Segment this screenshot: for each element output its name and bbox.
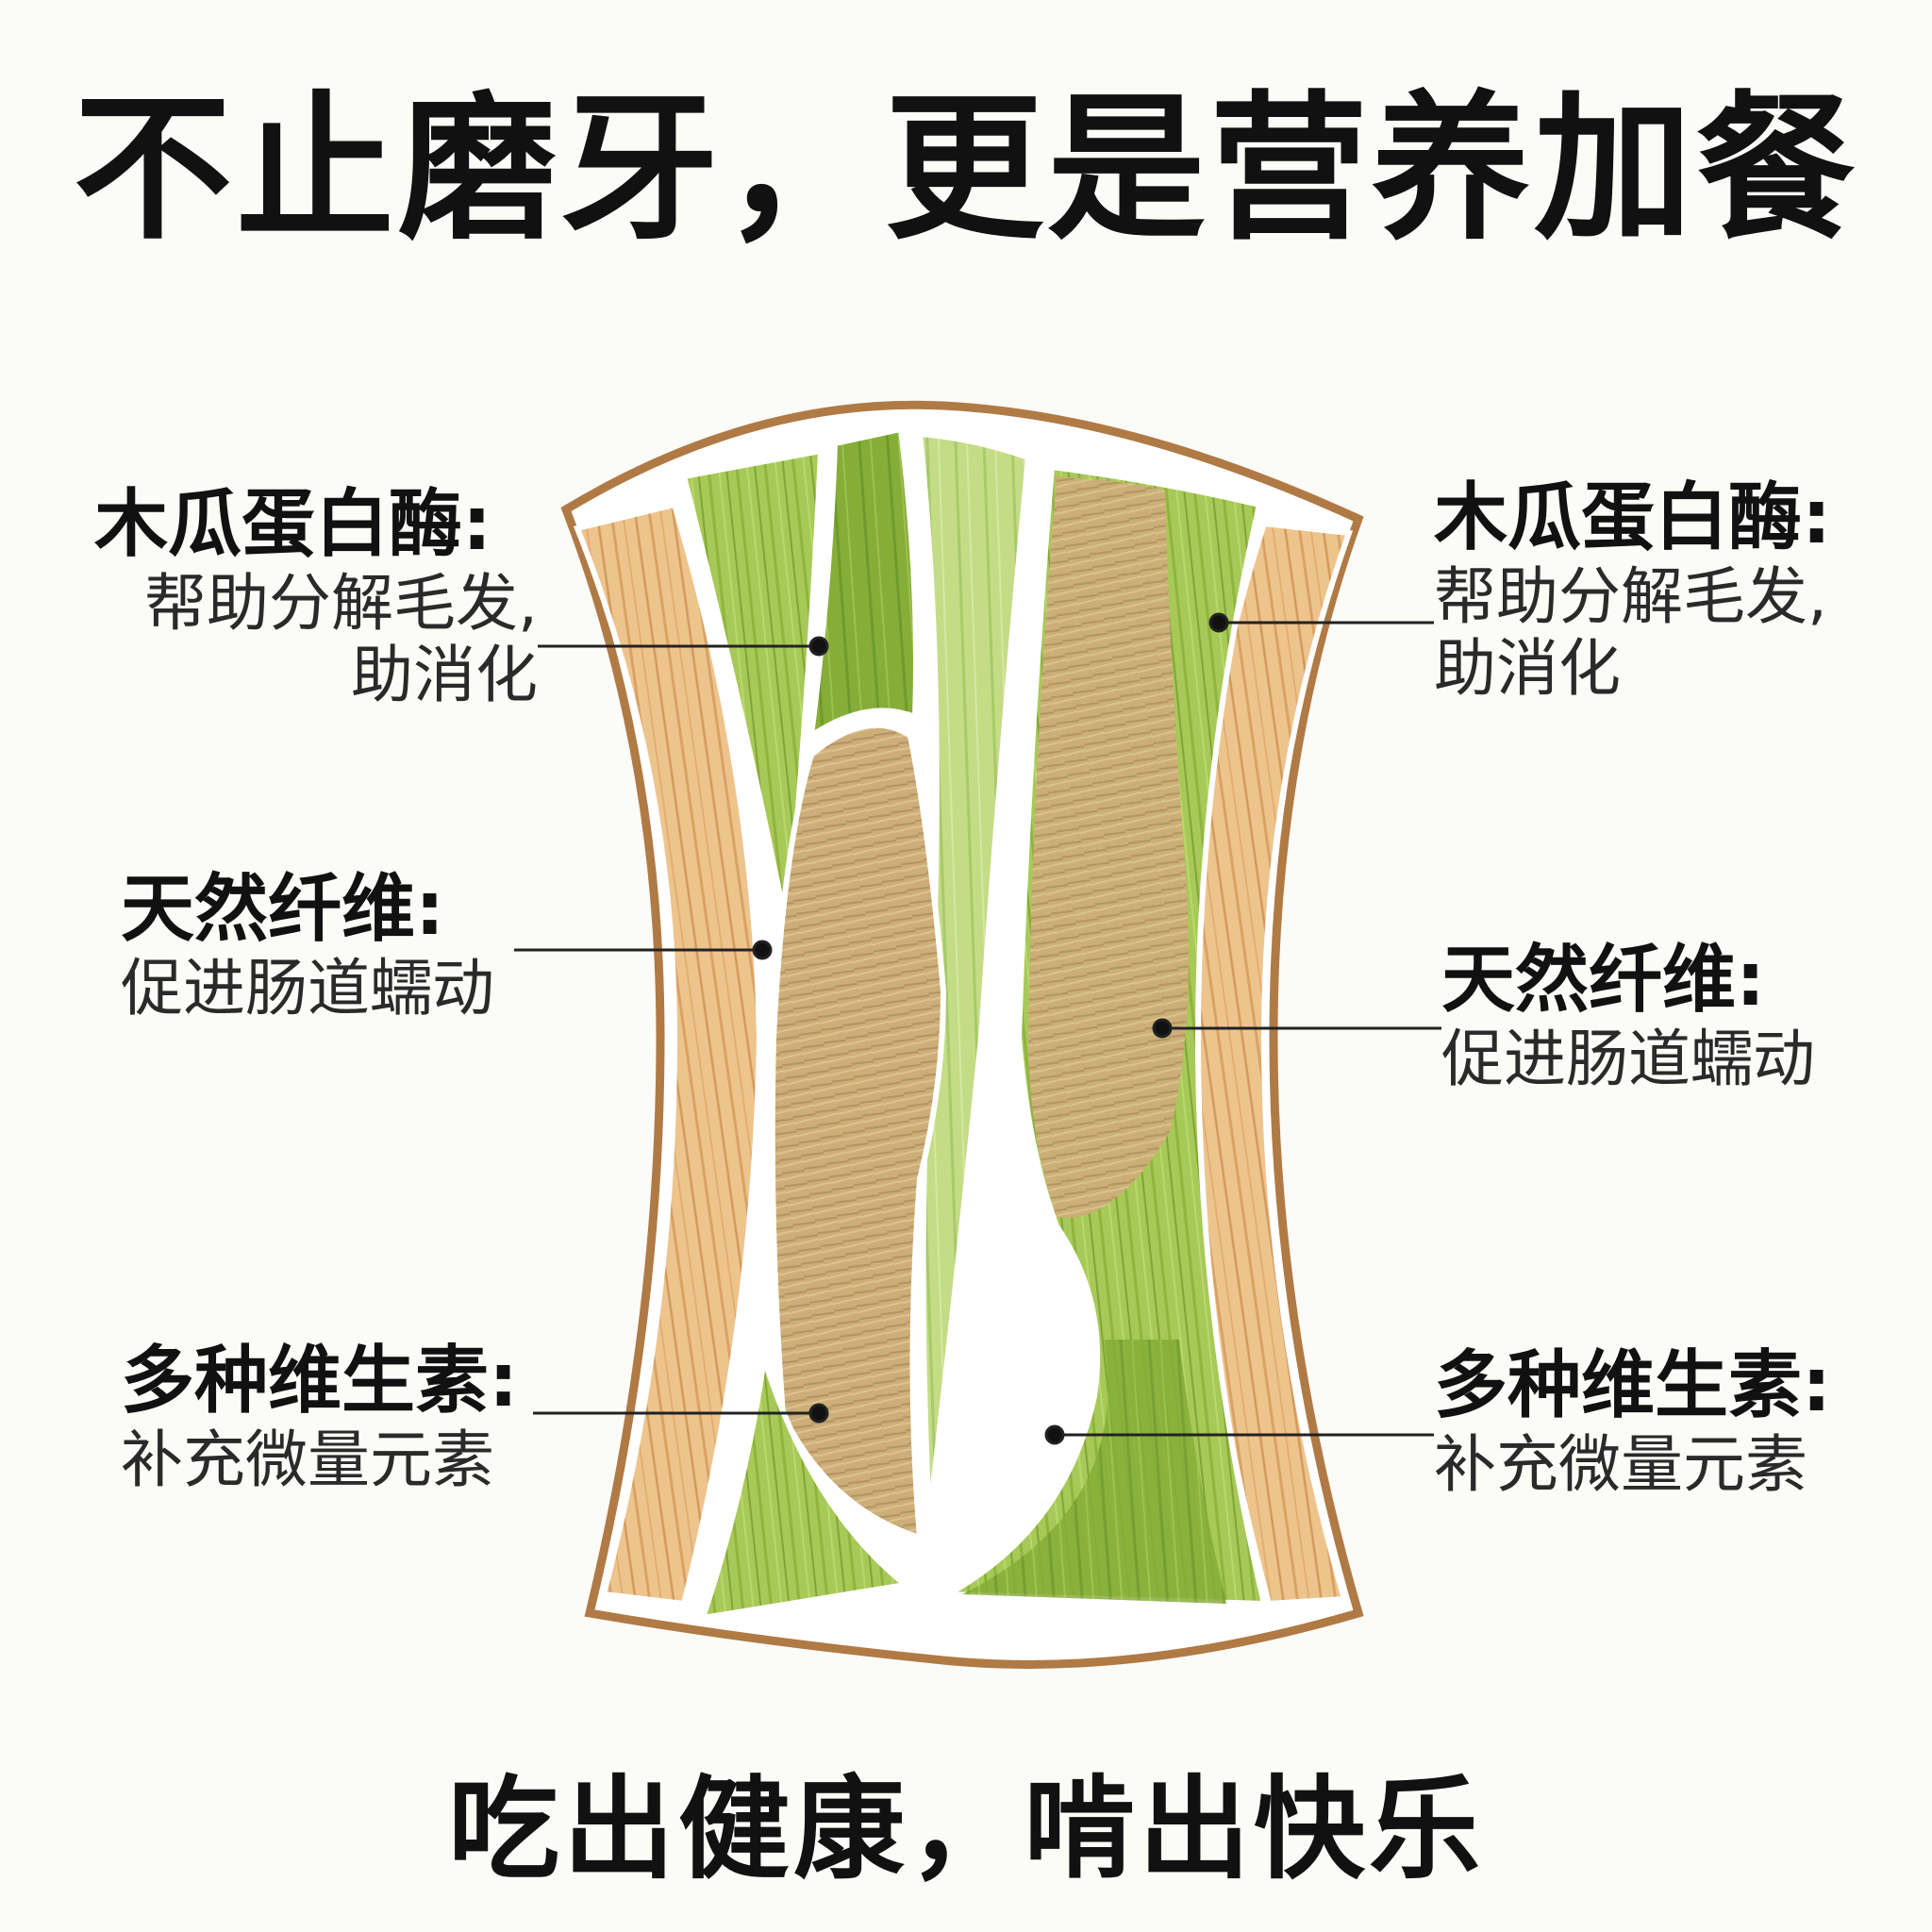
connector-dot-right-2 [1152,1018,1173,1039]
right-green-lower-accent [962,1340,1226,1604]
left-wood-bar [573,501,763,1607]
label-desc: 补充微量元素 [1434,1427,1807,1501]
connector-dot-left-1 [808,636,829,657]
label-left-fiber: 天然纤维: 促进肠道蠕动 [121,867,536,1024]
label-desc: 帮助分解毛发, 助消化 [144,566,538,711]
label-title: 木瓜蛋白酶: [1434,475,1832,560]
label-left-papain: 木瓜蛋白酶: 帮助分解毛发, 助消化 [94,482,538,711]
dark-green-wedge [808,425,919,742]
connector-dot-left-2 [752,940,773,960]
center-light-green [916,430,1032,1520]
right-fiber-overlay [1028,476,1189,1218]
label-left-vitamins: 多种维生素: 补充微量元素 [121,1339,555,1496]
connector-dot-left-3 [808,1403,829,1424]
label-title: 多种维生素: [1434,1343,1832,1428]
connector-dot-right-1 [1208,612,1229,633]
left-fiber-piece [769,722,947,1542]
label-desc: 补充微量元素 [121,1423,494,1496]
label-desc: 促进肠道蠕动 [1441,1022,1815,1095]
connector-lines [514,612,1441,1445]
connector-dot-right-3 [1044,1424,1065,1445]
label-right-fiber: 天然纤维: 促进肠道蠕动 [1441,938,1904,1095]
headline: 不止磨牙，更是营养加餐 [74,76,1858,261]
label-title: 天然纤维: [1441,938,1766,1023]
left-green-lower [698,1357,913,1622]
label-title: 天然纤维: [121,867,445,952]
label-title: 多种维生素: [121,1339,519,1424]
label-title: 木瓜蛋白酶: [94,482,492,567]
footer-slogan: 吃出健康，啃出快乐 [447,1764,1484,1894]
label-desc: 帮助分解毛发, 助消化 [1434,559,1827,705]
label-right-vitamins: 多种维生素: 补充微量元素 [1434,1343,1906,1501]
label-right-papain: 木瓜蛋白酶: 帮助分解毛发, 助消化 [1434,475,1906,705]
label-desc: 促进肠道蠕动 [121,951,494,1024]
